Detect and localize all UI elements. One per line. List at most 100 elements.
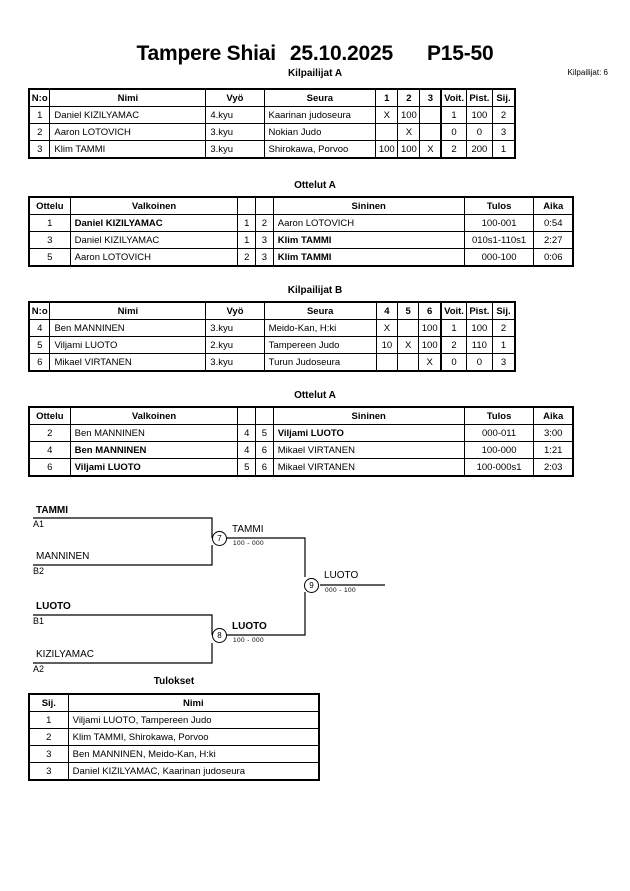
cell-white-number: 5 [237,458,257,477]
cell-vyo: 3.kyu [205,123,265,141]
cell-nimi: Viljami LUOTO, Tampereen Judo [67,711,320,729]
table-row: 1 Viljami LUOTO, Tampereen Judo [28,711,320,729]
table-header-row: Ottelu Valkoinen Sininen Tulos Aika [28,406,574,425]
table-row: 3 Ben MANNINEN, Meido-Kan, H:ki [28,745,320,763]
cell-blue-number: 6 [255,441,274,459]
cell-vyo: 3.kyu [205,353,265,372]
cell-blue-number: 5 [255,424,274,442]
col-tulos: Tulos [463,406,535,425]
bracket-entry-seed: B2 [33,566,45,576]
cell-no: 1 [28,106,51,124]
cell-sij: 1 [491,140,516,159]
bracket-final-score: 000 - 100 [325,587,357,594]
cell-tulos: 010s1-110s1 [463,231,535,249]
cell-sij: 3 [28,762,69,781]
col-white-number [237,196,257,215]
cell-sininen: Aaron LOTOVICH [272,214,465,232]
cell-m1: 10 [375,336,399,354]
cell-nimi: Mikael VIRTANEN [49,353,207,372]
cell-nimi: Daniel KIZILYAMAC [49,106,207,124]
col-match-5: 5 [397,301,420,320]
cell-m3: X [418,353,442,372]
bracket-entry-name: MANNINEN [36,551,90,562]
table-row: 2 Ben MANNINEN 4 5 Viljami LUOTO 000-011… [28,424,574,442]
col-ottelu: Ottelu [28,196,71,215]
cell-m3: 100 [418,319,442,337]
cell-m1: X [375,319,399,337]
col-sij: Sij. [491,301,516,320]
table-row: 2 Aaron LOTOVICH 3.kyu Nokian Judo X 0 0… [28,123,516,141]
table-row: 3 Klim TAMMI 3.kyu Shirokawa, Porvoo 100… [28,140,516,159]
cell-m1 [375,353,399,372]
cell-m3 [419,106,442,124]
cell-sij: 3 [491,353,516,372]
table-row: 5 Aaron LOTOVICH 2 3 Klim TAMMI 000-100 … [28,248,574,267]
cell-sininen: Mikael VIRTANEN [272,441,465,459]
col-blue-number [255,406,274,425]
col-pist: Pist. [465,301,493,320]
col-sininen: Sininen [272,406,465,425]
cell-vyo: 3.kyu [205,140,265,159]
bracket-entry-name: KIZILYAMAC [36,649,94,660]
cell-m2: X [397,336,420,354]
table-row: 1 Daniel KIZILYAMAC 4.kyu Kaarinan judos… [28,106,516,124]
table-row: 4 Ben MANNINEN 3.kyu Meido-Kan, H:ki X 1… [28,319,516,337]
cell-valkoinen: Ben MANNINEN [69,441,239,459]
cell-m1: 100 [375,140,399,159]
bracket-entry-seed: B1 [33,616,45,626]
cell-aika: 3:00 [533,424,574,442]
cell-nimi: Daniel KIZILYAMAC, Kaarinan judoseura [67,762,320,781]
bracket-entry-seed: A1 [33,519,45,529]
event-category: P15-50 [426,42,494,65]
col-sij: Sij. [28,693,69,712]
col-aika: Aika [533,196,574,215]
bracket-match-node-8[interactable]: 8 [212,628,227,643]
table-row: 5 Viljami LUOTO 2.kyu Tampereen Judo 10 … [28,336,516,354]
cell-pist: 0 [465,353,493,372]
bracket-sf1-winner: TAMMI [232,524,264,535]
pool-a-heading: Kilpailijat A [287,68,343,79]
cell-sininen: Viljami LUOTO [272,424,465,442]
bracket-entry-name: LUOTO [36,601,71,612]
pool-b-table: N:o Nimi Vyö Seura 4 5 6 Voit. Pist. Sij… [28,301,516,372]
col-nimi: Nimi [49,88,207,107]
matches-b-heading: Ottelut A [294,390,336,401]
cell-white-number: 4 [237,424,257,442]
cell-sij: 3 [28,745,69,763]
cell-tulos: 100-001 [463,214,535,232]
cell-ottelu: 2 [28,424,71,442]
table-row: 1 Daniel KIZILYAMAC 1 2 Aaron LOTOVICH 1… [28,214,574,232]
cell-valkoinen: Daniel KIZILYAMAC [69,231,239,249]
cell-ottelu: 4 [28,441,71,459]
col-sininen: Sininen [272,196,465,215]
results-table: Sij. Nimi 1 Viljami LUOTO, Tampereen Jud… [28,693,320,781]
cell-white-number: 4 [237,441,257,459]
col-seura: Seura [263,301,377,320]
col-match-1: 1 [375,88,399,107]
cell-vyo: 2.kyu [205,336,265,354]
cell-ottelu: 5 [28,248,71,267]
cell-no: 4 [28,319,51,337]
bracket-sf2-winner: LUOTO [232,621,267,632]
cell-sininen: Mikael VIRTANEN [272,458,465,477]
bracket-match-node-7[interactable]: 7 [212,531,227,546]
cell-sij: 1 [491,336,516,354]
cell-voit: 0 [440,123,467,141]
col-match-2: 2 [397,88,421,107]
cell-m2 [397,319,420,337]
cell-blue-number: 3 [255,248,274,267]
cell-aika: 2:03 [533,458,574,477]
cell-tulos: 100-000s1 [463,458,535,477]
table-row: 3 Daniel KIZILYAMAC 1 3 Klim TAMMI 010s1… [28,231,574,249]
results-heading: Tulokset [153,676,195,687]
cell-aika: 1:21 [533,441,574,459]
cell-m3: 100 [418,336,442,354]
bracket-final-winner: LUOTO [324,570,359,581]
cell-m1 [375,123,399,141]
bracket-match-node-9[interactable]: 9 [304,578,319,593]
table-row: 6 Mikael VIRTANEN 3.kyu Turun Judoseura … [28,353,516,372]
table-row: 4 Ben MANNINEN 4 6 Mikael VIRTANEN 100-0… [28,441,574,459]
cell-no: 6 [28,353,51,372]
